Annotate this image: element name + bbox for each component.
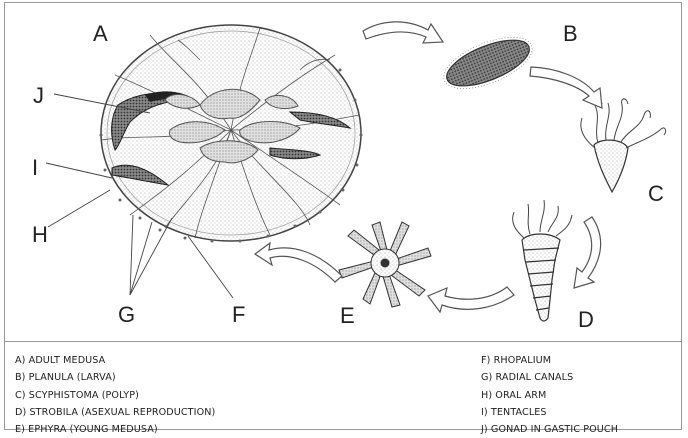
legend-item-j: J) GONAD IN GASTIC POUCH	[481, 421, 618, 438]
label-d: D	[578, 307, 594, 332]
label-g: G	[118, 302, 135, 327]
legend-left: A) ADULT MEDUSA B) PLANULA (LARVA) C) SC…	[15, 352, 215, 438]
planula	[437, 27, 539, 99]
legend-item-a: A) ADULT MEDUSA	[15, 352, 215, 369]
strobila	[513, 200, 572, 321]
label-b: B	[563, 21, 578, 46]
arrow-b-to-c	[530, 67, 602, 108]
arrow-e-to-a	[255, 243, 342, 282]
legend-item-i: I) TENTACLES	[481, 404, 618, 421]
legend-item-g: G) RADIAL CANALS	[481, 369, 618, 386]
label-f: F	[232, 302, 245, 327]
label-a: A	[93, 21, 108, 46]
label-h: H	[32, 222, 48, 247]
label-j: J	[33, 83, 44, 108]
legend-item-f: F) RHOPALIUM	[481, 352, 618, 369]
scyphistoma	[581, 99, 666, 192]
legend-item-e: E) EPHYRA (YOUNG MEDUSA)	[15, 421, 215, 438]
ephyra	[339, 222, 431, 307]
legend-item-h: H) ORAL ARM	[481, 387, 618, 404]
label-e: E	[340, 303, 355, 328]
arrow-c-to-d	[574, 217, 601, 288]
legend-item-b: B) PLANULA (LARVA)	[15, 369, 215, 386]
legend-item-c: C) SCYPHISTOMA (POLYP)	[15, 387, 215, 404]
adult-medusa	[100, 25, 363, 243]
arrow-d-to-e	[428, 287, 514, 312]
label-i: I	[32, 155, 38, 180]
legend-item-d: D) STROBILA (ASEXUAL REPRODUCTION)	[15, 404, 215, 421]
label-c: C	[648, 181, 664, 206]
arrow-a-to-b	[363, 22, 443, 43]
legend-right: F) RHOPALIUM G) RADIAL CANALS H) ORAL AR…	[481, 352, 618, 438]
